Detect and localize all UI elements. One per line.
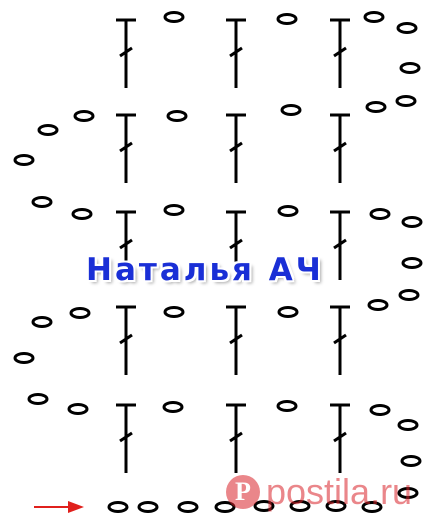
chain-stitch-icon (37, 124, 59, 136)
chain-stitch-icon (280, 104, 302, 116)
double-crochet-icon (226, 210, 246, 280)
double-crochet-icon (116, 403, 136, 473)
chain-stitch-icon (13, 352, 35, 364)
chain-stitch-icon (73, 110, 95, 122)
chain-stitch-icon (367, 299, 389, 311)
chain-stitch-icon (31, 316, 53, 328)
chain-stitch-icon (107, 501, 129, 513)
chain-stitch-icon (399, 62, 421, 74)
author-watermark: Наталья АЧ (86, 252, 324, 288)
chain-stitch-icon (398, 289, 420, 301)
right-arrow-icon (34, 501, 84, 513)
double-crochet-icon (226, 18, 246, 88)
double-crochet-icon (330, 18, 350, 88)
chain-stitch-icon (162, 401, 184, 413)
double-crochet-icon (116, 113, 136, 183)
chain-stitch-icon (71, 208, 93, 220)
double-crochet-icon (330, 305, 350, 375)
chain-stitch-icon (67, 403, 89, 415)
chain-stitch-icon (163, 306, 185, 318)
chain-stitch-icon (276, 13, 298, 25)
postila-logo-mark: P (226, 475, 260, 509)
chain-stitch-icon (253, 500, 275, 512)
chain-stitch-icon (397, 419, 419, 431)
chain-stitch-icon (400, 455, 422, 467)
postila-logo-text: postila.ru (266, 471, 413, 512)
chain-stitch-icon (395, 95, 417, 107)
chain-stitch-icon (166, 110, 188, 122)
chain-stitch-icon (361, 501, 383, 513)
chain-stitch-icon (369, 404, 391, 416)
double-crochet-icon (226, 113, 246, 183)
chain-stitch-icon (163, 11, 185, 23)
chain-stitch-icon (363, 11, 385, 23)
chain-stitch-icon (137, 501, 159, 513)
chain-stitch-icon (163, 204, 185, 216)
double-crochet-icon (116, 18, 136, 88)
double-crochet-icon (330, 210, 350, 280)
double-crochet-icon (116, 210, 136, 280)
chain-stitch-icon (177, 501, 199, 513)
chain-stitch-icon (13, 154, 35, 166)
double-crochet-icon (226, 403, 246, 473)
chain-stitch-icon (289, 500, 311, 512)
chain-stitch-icon (27, 393, 49, 405)
double-crochet-icon (226, 305, 246, 375)
chain-stitch-icon (325, 500, 347, 512)
chain-stitch-icon (401, 216, 423, 228)
chain-stitch-icon (31, 196, 53, 208)
chain-stitch-icon (69, 307, 91, 319)
chain-stitch-icon (396, 22, 418, 34)
chain-stitch-icon (397, 487, 419, 499)
postila-logo: P postila.ru (226, 468, 412, 516)
double-crochet-icon (330, 113, 350, 183)
chain-stitch-icon (365, 101, 387, 113)
chain-stitch-icon (277, 205, 299, 217)
double-crochet-icon (330, 403, 350, 473)
chain-stitch-icon (277, 306, 299, 318)
chain-stitch-icon (276, 400, 298, 412)
chain-stitch-icon (369, 208, 391, 220)
double-crochet-icon (116, 305, 136, 375)
chain-stitch-icon (401, 257, 423, 269)
